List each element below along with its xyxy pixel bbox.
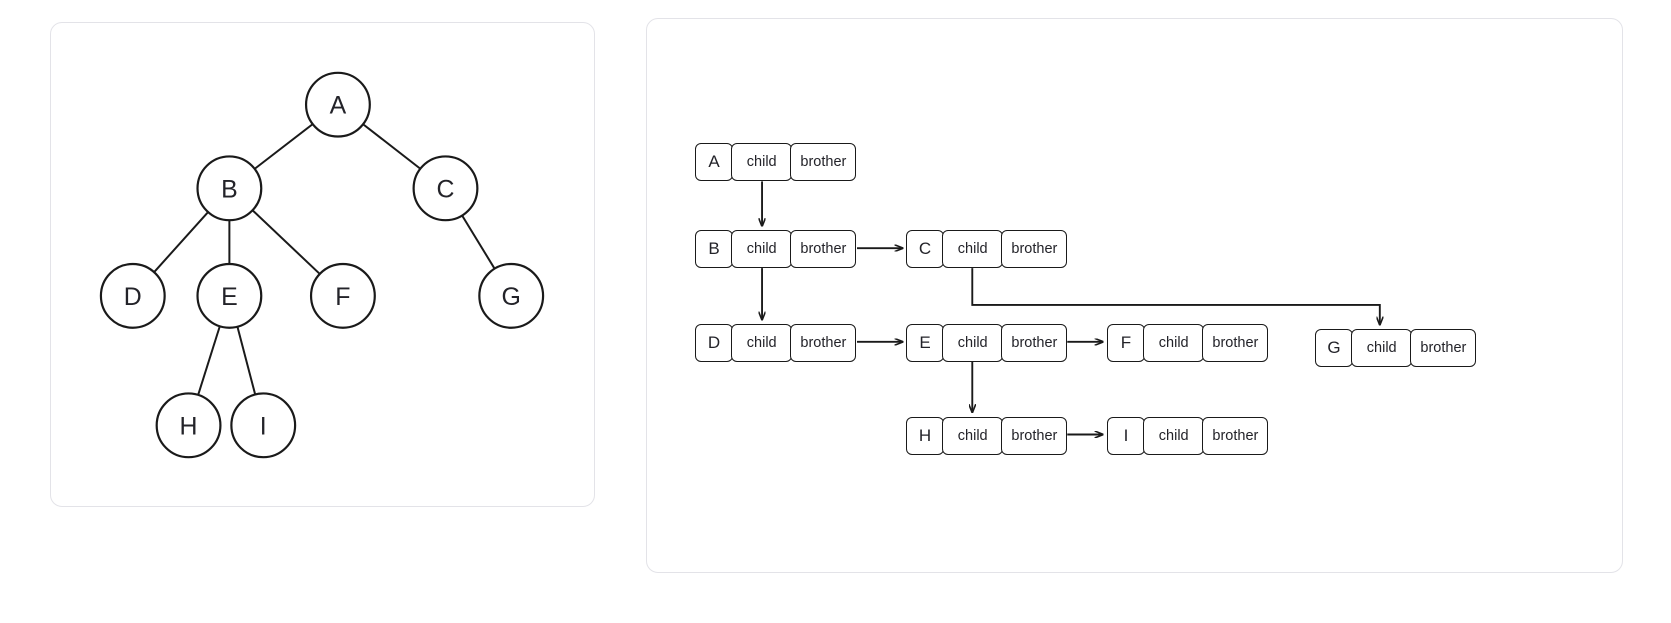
tree-node-circle-f [309, 262, 376, 329]
record-key-h: H [906, 417, 944, 455]
tree-node-label-e: E [221, 283, 238, 311]
tree-node-label-h: H [180, 412, 198, 440]
record-child-cell-g[interactable]: child [1351, 329, 1413, 367]
record-brother-cell-d[interactable]: brother [790, 324, 857, 362]
record-key-i: I [1107, 417, 1145, 455]
tree-edge-a-b [254, 123, 314, 170]
pointer-connections-svg [647, 181, 1622, 572]
record-brother-cell-e[interactable]: brother [1001, 324, 1068, 362]
child-pointer-c-to-g [971, 268, 1380, 325]
record-child-cell-f[interactable]: child [1143, 324, 1205, 362]
tree-edge-a-c [362, 123, 421, 170]
tree-node-circle-i [230, 392, 297, 459]
record-key-e: E [906, 324, 944, 362]
tree-node-circle-c [412, 155, 479, 222]
tree-node-circle-b [196, 155, 263, 222]
record-child-cell-i[interactable]: child [1143, 417, 1205, 455]
tree-node-label-b: B [221, 175, 238, 203]
record-brother-cell-i[interactable]: brother [1202, 417, 1269, 455]
tree-node-label-f: F [335, 283, 350, 311]
tree-node-b[interactable]: B [196, 155, 263, 222]
tree-edge-e-h [197, 325, 221, 396]
record-brother-cell-h[interactable]: brother [1001, 417, 1068, 455]
tree-node-g[interactable]: G [478, 262, 545, 329]
record-key-a: A [695, 143, 733, 181]
record-brother-cell-g[interactable]: brother [1410, 329, 1477, 367]
tree-node-circle-h [155, 392, 222, 459]
tree-edge-e-i [236, 326, 257, 395]
record-brother-cell-a[interactable]: brother [790, 143, 857, 181]
record-key-f: F [1107, 324, 1145, 362]
tree-node-label-i: I [260, 412, 267, 440]
tree-node-h[interactable]: H [155, 392, 222, 459]
record-child-cell-c[interactable]: child [942, 230, 1004, 268]
record-key-c: C [906, 230, 944, 268]
record-brother-cell-b[interactable]: brother [790, 230, 857, 268]
record-brother-cell-c[interactable]: brother [1001, 230, 1068, 268]
tree-node-label-g: G [502, 283, 521, 311]
record-child-cell-a[interactable]: child [731, 143, 793, 181]
tree-node-label-c: C [437, 175, 455, 203]
tree-node-a[interactable]: A [304, 71, 371, 138]
tree-node-label-a: A [330, 92, 347, 120]
record-child-cell-h[interactable]: child [942, 417, 1004, 455]
tree-edge-c-g [461, 214, 496, 270]
tree-node-circle-d [99, 262, 166, 329]
tree-node-circle-e [196, 262, 263, 329]
tree-node-f[interactable]: F [309, 262, 376, 329]
record-brother-cell-f[interactable]: brother [1202, 324, 1269, 362]
record-key-g: G [1315, 329, 1353, 367]
tree-node-circle-a [304, 71, 371, 138]
record-key-b: B [695, 230, 733, 268]
tree-edge-b-f [251, 209, 321, 275]
tree-node-c[interactable]: C [412, 155, 479, 222]
tree-node-e[interactable]: E [196, 262, 263, 329]
general-tree-panel: A B C D E F G H I [50, 22, 595, 507]
record-key-d: D [695, 324, 733, 362]
record-child-cell-d[interactable]: child [731, 324, 793, 362]
tree-node-label-d: D [124, 283, 142, 311]
tree-node-i[interactable]: I [230, 392, 297, 459]
tree-svg: A B C D E F G H I [99, 71, 545, 459]
record-child-cell-e[interactable]: child [942, 324, 1004, 362]
tree-node-d[interactable]: D [99, 262, 166, 329]
record-child-cell-b[interactable]: child [731, 230, 793, 268]
tree-node-circle-g [478, 262, 545, 329]
tree-edge-b-d [153, 211, 209, 273]
